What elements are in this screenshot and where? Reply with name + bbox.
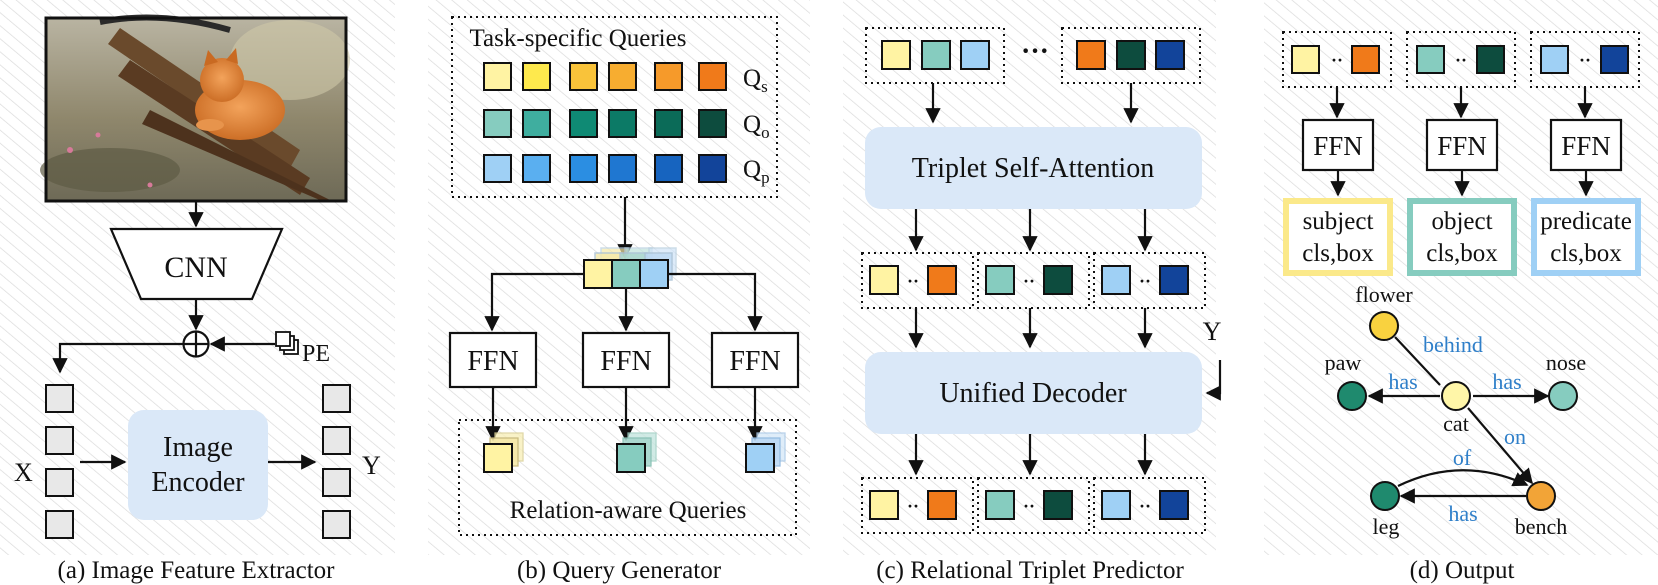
caption-d: (d) Output (1410, 557, 1515, 584)
node-cat (1441, 381, 1471, 411)
node-bench (1526, 481, 1556, 511)
svg-text:··: ·· (1023, 496, 1035, 516)
x-label: X (14, 458, 33, 487)
node-leg (1370, 481, 1400, 511)
caption-c: (c) Relational Triplet Predictor (876, 557, 1184, 584)
qo-label: Qo (743, 111, 770, 142)
panel-b: Task-specific Queries Qs Qo Qp (448, 16, 800, 584)
relation-queries-box (458, 419, 797, 536)
task-queries-box (451, 16, 778, 198)
svg-text:··: ·· (1331, 50, 1343, 70)
triplet-self-attention-label: Triplet Self-Attention (912, 153, 1154, 184)
panel-a: CNN PE X Image Encoder (14, 14, 381, 584)
svg-text:··: ·· (1579, 50, 1591, 70)
predicate-output-line2: cls,box (1550, 240, 1622, 267)
output-query-groups: ·· ·· ·· (1282, 31, 1640, 88)
unified-decoder-box (865, 352, 1202, 434)
subject-output-line2: cls,box (1302, 240, 1374, 267)
edge-cat-bench (1467, 407, 1533, 485)
node-paw (1337, 381, 1367, 411)
relation-query-subject (483, 432, 524, 473)
object-output-line1: object (1431, 208, 1492, 235)
cnn-trapezoid (109, 227, 284, 301)
predicate-output-box (1531, 198, 1641, 276)
scene-graph: flower paw cat nose leg bench behind has… (1325, 282, 1586, 539)
svg-text:··: ·· (1455, 50, 1467, 70)
svg-text:··: ·· (907, 271, 919, 291)
y-input-label: Y (1203, 317, 1222, 346)
query-ellipsis: ··· (1021, 36, 1049, 67)
edge-label-of: of (1453, 445, 1472, 470)
positional-add-icon (182, 330, 210, 358)
subject-output-line1: subject (1303, 208, 1374, 235)
object-output-box (1407, 198, 1517, 276)
relation-query-predicate (745, 432, 786, 473)
node-label-flower: flower (1355, 282, 1413, 307)
node-flower (1369, 311, 1399, 341)
relation-query-object (616, 432, 657, 473)
node-label-paw: paw (1325, 350, 1362, 375)
panel-d-background (1264, 0, 1658, 555)
svg-text:··: ·· (1139, 271, 1151, 291)
ffn-label-left: FFN (467, 346, 518, 377)
caption-b: (b) Query Generator (517, 557, 722, 584)
panel-d: ·· ·· ·· FFN FFN FFN subject cls,box obj… (1282, 31, 1641, 584)
panel-c: ··· Triplet Self-Attention ·· ·· ·· (861, 27, 1222, 584)
ffn-object-box (1425, 118, 1499, 172)
output-token-column (322, 384, 351, 539)
edge-flower-cat (1394, 336, 1441, 386)
caption-a: (a) Image Feature Extractor (58, 557, 336, 584)
cnn-label: CNN (164, 251, 227, 284)
ffn-label-right: FFN (729, 346, 780, 377)
svg-text:··: ·· (1139, 496, 1151, 516)
subject-output-box (1283, 198, 1393, 276)
ffn-object-label: FFN (1437, 131, 1487, 161)
predicate-output-line1: predicate (1540, 208, 1632, 235)
encoder-label-line2: Encoder (151, 467, 245, 498)
mid-triplet-row: ·· ·· ·· (861, 252, 1206, 309)
arrow-features-to-tokens (52, 342, 183, 374)
svg-text:··: ·· (907, 496, 919, 516)
unified-decoder-label: Unified Decoder (939, 378, 1127, 409)
pe-stack-icon (275, 331, 299, 355)
qp-query-row (483, 154, 727, 183)
edge-label-cat-nose: has (1492, 369, 1521, 394)
qp-label: Qp (743, 156, 770, 187)
node-label-cat: cat (1443, 411, 1469, 436)
input-token-column (45, 384, 74, 539)
edge-label-cat-paw: has (1388, 369, 1417, 394)
qs-label: Qs (743, 65, 768, 96)
final-triplet-row: ·· ·· ·· (861, 477, 1206, 534)
qo-query-row (483, 109, 727, 138)
input-photo (40, 14, 350, 203)
image-encoder-box (128, 410, 268, 520)
relation-queries-title: Relation-aware Queries (510, 497, 747, 524)
task-queries-title: Task-specific Queries (470, 25, 687, 52)
qs-query-row (483, 62, 727, 91)
encoder-label-line1: Image (163, 432, 233, 463)
arrow-to-ffn-right (668, 272, 763, 332)
edge-label-bench-leg: has (1448, 501, 1477, 526)
edge-label-behind: behind (1423, 332, 1483, 357)
triplet-self-attention-box (865, 127, 1202, 209)
node-label-bench: bench (1515, 514, 1568, 539)
ffn-label-middle: FFN (600, 346, 651, 377)
node-nose (1548, 381, 1578, 411)
node-label-leg: leg (1373, 514, 1400, 539)
ffn-box-right (710, 331, 800, 389)
edge-label-on: on (1504, 424, 1526, 449)
object-output-line2: cls,box (1426, 240, 1498, 267)
ffn-predicate-label: FFN (1561, 131, 1611, 161)
ffn-box-left (448, 331, 538, 389)
arrow-to-ffn-left (484, 272, 584, 332)
edge-leg-bench (1397, 469, 1529, 487)
pe-label: PE (302, 341, 330, 367)
arrow-y-to-decoder (1205, 360, 1222, 401)
node-label-nose: nose (1546, 350, 1586, 375)
y-label: Y (362, 451, 381, 480)
ffn-subject-label: FFN (1313, 131, 1363, 161)
combined-query-stack (583, 247, 677, 289)
svg-text:··: ·· (1023, 271, 1035, 291)
